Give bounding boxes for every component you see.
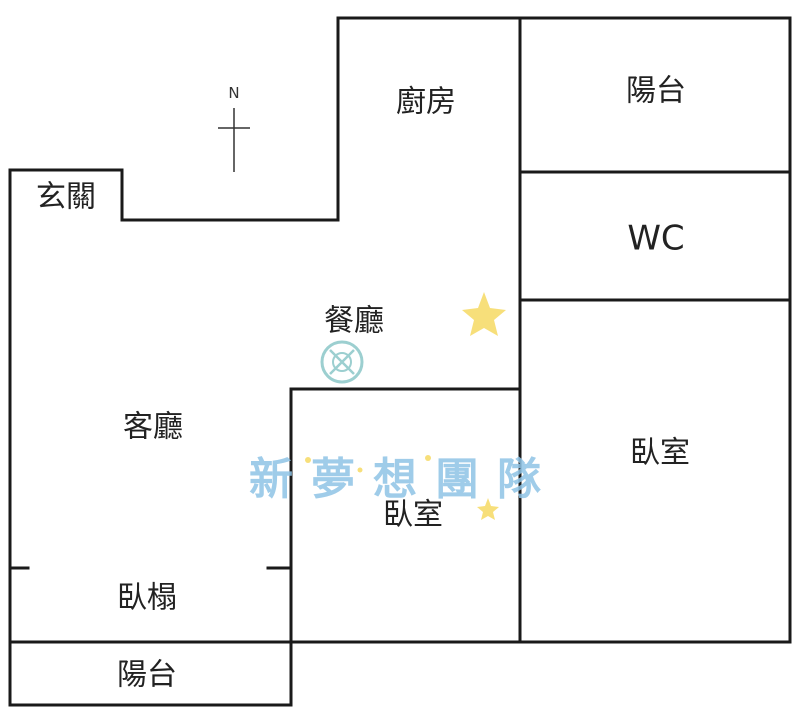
room-label-bed-alcove: 臥榻 <box>117 581 177 616</box>
watermark-star-large <box>462 292 506 336</box>
room-label-dining: 餐廳 <box>324 304 384 339</box>
center-bedroom-wall <box>289 387 522 644</box>
watermark-star-small <box>477 498 499 520</box>
watermark-logo <box>320 340 364 384</box>
watermark-dot-3 <box>357 467 363 473</box>
compass: N <box>218 84 250 172</box>
room-labels: 廚房 陽台 WC 玄關 餐廳 客廳 臥室 臥室 臥榻 陽台 <box>36 74 690 693</box>
room-label-balcony-bottom: 陽台 <box>117 658 177 693</box>
watermark-text: 新夢想團隊 <box>249 454 559 505</box>
room-label-balcony-top: 陽台 <box>626 74 686 109</box>
outer-wall-left <box>8 16 792 644</box>
walls <box>8 16 792 707</box>
watermark: 新夢想團隊 <box>249 292 559 520</box>
room-label-entrance: 玄關 <box>36 180 96 215</box>
room-label-kitchen: 廚房 <box>396 85 456 120</box>
watermark-dot-2 <box>425 455 431 461</box>
room-label-living: 客廳 <box>123 410 183 445</box>
room-label-bedroom-center: 臥室 <box>383 498 443 533</box>
compass-north-label: N <box>228 84 239 102</box>
room-label-wc: WC <box>627 219 684 259</box>
watermark-dot-1 <box>305 457 311 463</box>
balcony-bottom-wall <box>8 640 293 707</box>
room-label-bedroom-right: 臥室 <box>630 436 690 471</box>
